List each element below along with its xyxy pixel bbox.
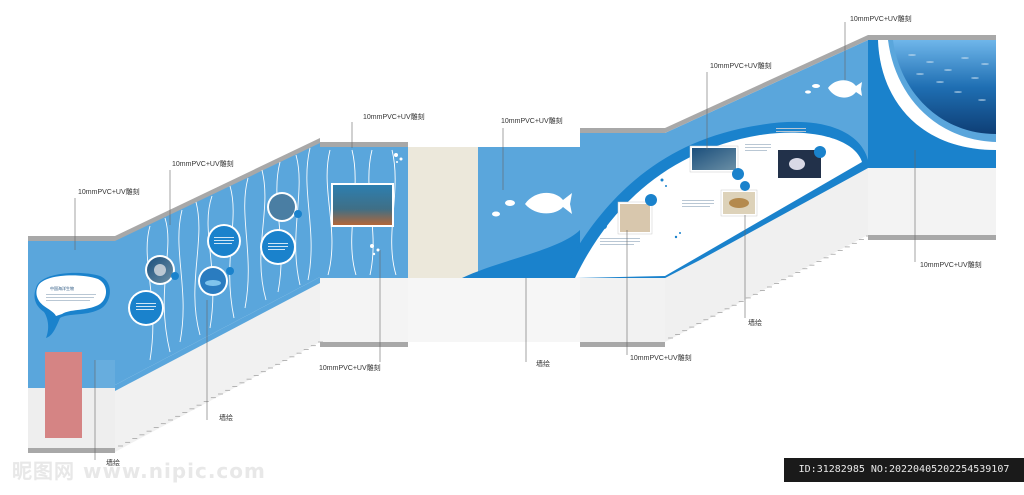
label-wall-3: 墙绘 [748, 320, 762, 327]
wall-section-fish [462, 147, 580, 278]
wall-section-slope-2 [560, 35, 868, 347]
fish-icon [492, 192, 572, 217]
beige-panel [408, 147, 478, 278]
label-pvc-low: 10mmPVC+UV雕刻 [630, 355, 692, 362]
label-pvc-left: 10mmPVC+UV雕刻 [78, 189, 140, 196]
ocean-photo [893, 40, 996, 134]
wall-section-ocean [868, 35, 996, 240]
reef-photo [333, 185, 392, 225]
wall-section-left: 中国海洋生物 [28, 236, 115, 453]
label-pvc-4: 10mmPVC+UV雕刻 [501, 118, 563, 125]
watermark-site: 昵图网 www.nipic.com [12, 459, 266, 483]
label-pvc-3: 10mmPVC+UV雕刻 [363, 114, 425, 121]
bubble-icon [601, 126, 757, 239]
label-wall-4: 墙绘 [106, 460, 120, 467]
label-pvc-top: 10mmPVC+UV雕刻 [710, 63, 772, 70]
leader-lines [74, 22, 916, 460]
door [45, 352, 82, 438]
wall-section-reef [320, 142, 408, 347]
label-wall-1: 墙绘 [219, 415, 233, 422]
label-wall-2: 墙绘 [536, 361, 550, 368]
wall-section-slope-1 [115, 138, 320, 391]
label-pvc-2: 10mmPVC+UV雕刻 [172, 161, 234, 168]
label-pvc-bottom: 10mmPVC+UV雕刻 [920, 262, 982, 269]
watermark-id: ID:31282985 NO:20220405202254539107 [784, 458, 1024, 482]
label-pvc-mid: 10mmPVC+UV雕刻 [319, 365, 381, 372]
label-pvc-right-top: 10mmPVC+UV雕刻 [850, 16, 912, 23]
floor-planes [28, 168, 996, 452]
bubble-title: 中国海洋生物 [50, 285, 74, 291]
